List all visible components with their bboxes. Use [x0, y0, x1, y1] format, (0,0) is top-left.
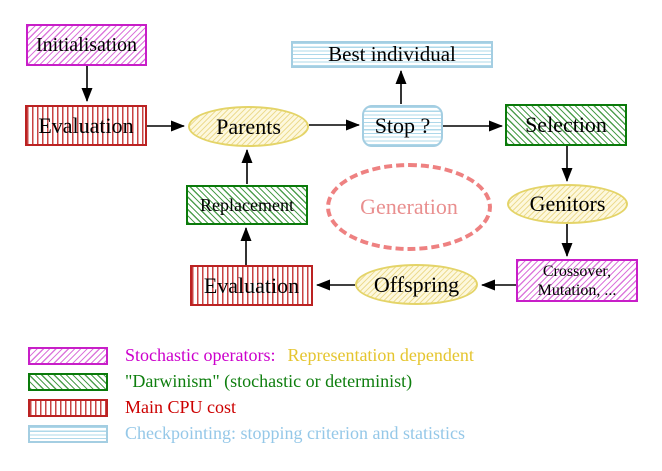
legend-label-representation: Representation dependent [287, 345, 474, 365]
node-genitors-ellipse: Genitors [507, 184, 628, 224]
node-replacement: Replacement [186, 185, 308, 225]
legend-label-stochastic: Stochastic operators: [125, 345, 276, 365]
node-crossover-mutation: Crossover, Mutation, ... [516, 259, 638, 302]
legend-row-stochastic-operators: Stochastic operators: Representation dep… [28, 345, 474, 366]
legend-label-cpu-cost: Main CPU cost [125, 397, 237, 417]
crossover-line1: Crossover, [542, 262, 612, 280]
node-stop-decision: Stop ? [362, 105, 443, 147]
blue-stripes-swatch [28, 424, 108, 443]
node-best-individual: Best individual [291, 41, 493, 68]
node-parents-ellipse: Parents [188, 106, 309, 147]
node-initialisation: Initialisation [26, 24, 147, 66]
green-hatch-swatch [28, 372, 108, 391]
crossover-line2: Mutation, ... [537, 281, 617, 299]
magenta-hatch-swatch [28, 346, 108, 365]
node-offspring-ellipse: Offspring [355, 264, 478, 305]
node-selection: Selection [505, 104, 627, 146]
red-stripes-swatch [28, 398, 108, 417]
legend-row-checkpointing: Checkpointing: stopping criterion and st… [28, 423, 465, 444]
legend-label-checkpointing: Checkpointing: stopping criterion and st… [125, 423, 465, 443]
generation-cycle-ellipse: Generation [326, 163, 492, 251]
node-evaluation-bottom: Evaluation [190, 265, 313, 306]
legend-row-darwinism: "Darwinism" (stochastic or determinist) [28, 371, 412, 392]
legend-label-darwinism: "Darwinism" (stochastic or determinist) [125, 371, 413, 391]
legend-row-cpu-cost: Main CPU cost [28, 397, 236, 418]
node-evaluation-top: Evaluation [25, 105, 147, 146]
